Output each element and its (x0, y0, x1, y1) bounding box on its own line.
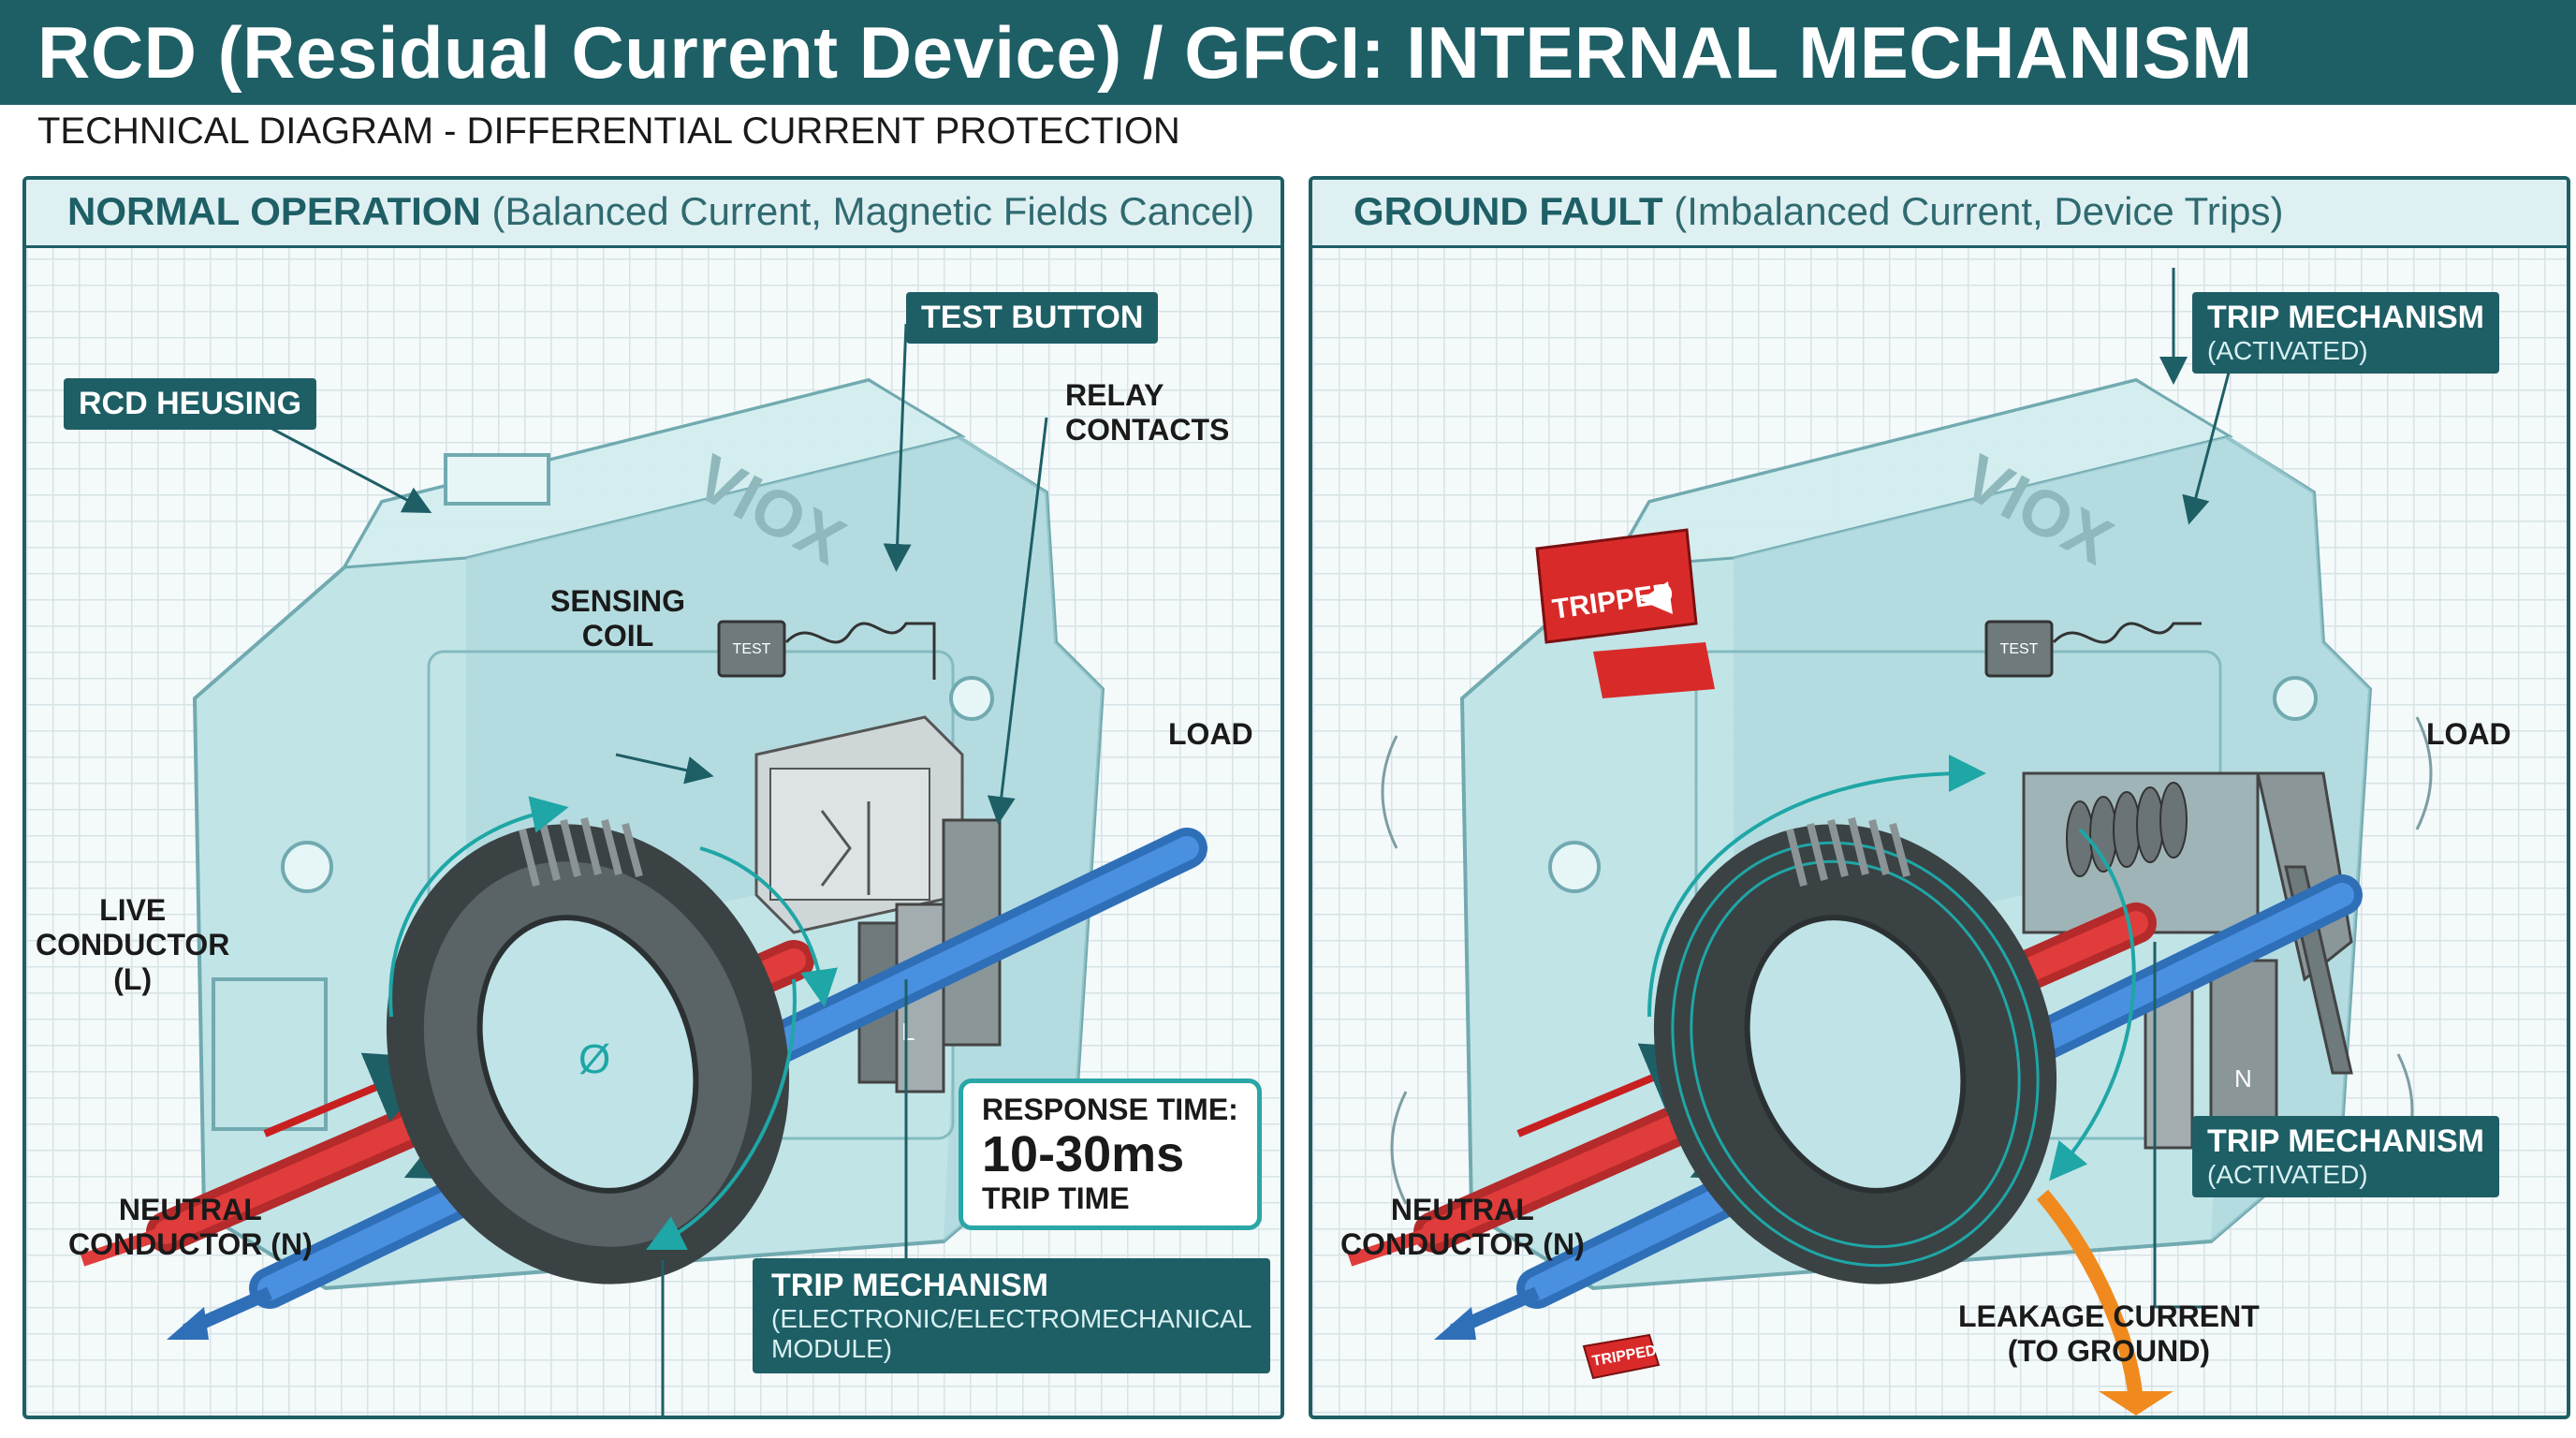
trip-mechanism-tag-normal: TRIP MECHANISM (ELECTRONIC/ELECTROMECHAN… (753, 1258, 1271, 1373)
trip-mechanism-sub2: MODULE) (771, 1334, 893, 1363)
rcd-housing-label: RCD HEUSING (79, 386, 302, 421)
trip-mechanism-sub1: (ELECTRONIC/ELECTROMECHANICAL (771, 1304, 1252, 1333)
fault-cutaway-illustration: VIOX TRIPPED TEST N (1347, 268, 2433, 1416)
response-time-heading: RESPONSE TIME: (982, 1093, 1238, 1126)
page-title: RCD (Residual Current Device) / GFCI: IN… (37, 11, 2253, 180)
trip-mechanism-bottom-title: TRIP MECHANISM (2207, 1123, 2484, 1159)
trip-mechanism-top-sub: (ACTIVATED) (2207, 336, 2368, 365)
test-button-tag: TEST BUTTON (906, 292, 1159, 344)
response-time-box: RESPONSE TIME: 10-30ms TRIP TIME (959, 1078, 1262, 1230)
response-time-value: 10-30ms (982, 1126, 1185, 1182)
test-button-label: TEST BUTTON (921, 300, 1144, 335)
panel-ground-fault: GROUND FAULT (Imbalanced Current, Device… (1309, 176, 2570, 1419)
panel-title-fault: GROUND FAULT (1354, 189, 1663, 233)
trip-mechanism-top-title: TRIP MECHANISM (2207, 300, 2484, 335)
panel-normal-operation: NORMAL OPERATION (Balanced Current, Magn… (22, 176, 1284, 1419)
test-button-icon-fault: TEST (1984, 620, 2202, 678)
panel-header-normal: NORMAL OPERATION (Balanced Current, Magn… (26, 180, 1281, 248)
relay-contacts-label: RELAY CONTACTS (1065, 378, 1230, 447)
title-bar: RCD (Residual Current Device) / GFCI: IN… (0, 0, 2576, 180)
trip-mechanism-bottom-sub: (ACTIVATED) (2207, 1160, 2368, 1189)
panel-title-normal: NORMAL OPERATION (67, 189, 481, 233)
test-button-icon: TEST (717, 620, 936, 680)
panel-subtitle-normal: (Balanced Current, Magnetic Fields Cance… (491, 189, 1255, 233)
load-label-fault: LOAD (2426, 717, 2511, 751)
tripped-tab (1582, 1333, 1661, 1380)
live-conductor-label: LIVE CONDUCTOR (L) (36, 893, 230, 996)
relay-letter: L (901, 1018, 915, 1046)
panel-header-fault: GROUND FAULT (Imbalanced Current, Device… (1312, 180, 2567, 248)
neutral-conductor-label-fault: NEUTRAL CONDUCTOR (N) (1340, 1193, 1585, 1261)
sensing-coil-label: SENSING COIL (550, 584, 686, 653)
magnetic-flux-lines (1647, 755, 2136, 1181)
trip-mechanism-title-normal: TRIP MECHANISM (771, 1268, 1048, 1303)
neutral-conductor-label-normal: NEUTRAL CONDUCTOR (N) (68, 1193, 313, 1261)
sensing-coil-toroid-fault (1653, 817, 2057, 1284)
zero-flux-symbol: Ø (578, 1036, 610, 1082)
leakage-current-arrow (2036, 1189, 2144, 1411)
test-key-label-fault: TEST (2000, 641, 2039, 657)
live-current-arrow (263, 1052, 445, 1137)
tripped-indicator-flag (1535, 528, 1715, 698)
relay-letter-fault: N (2234, 1064, 2252, 1093)
panel-subtitle-fault: (Imbalanced Current, Device Trips) (1674, 189, 2284, 233)
trip-mechanism-tag-top: TRIP MECHANISM (ACTIVATED) (2192, 292, 2499, 374)
relay-module (754, 715, 964, 934)
sensing-coil-toroid (386, 817, 790, 1284)
response-time-caption: TRIP TIME (982, 1181, 1130, 1215)
magnetic-field-lines (388, 796, 838, 1250)
test-key-label: TEST (733, 641, 771, 657)
normal-cutaway-illustration: VIOX TEST L (80, 323, 1208, 1416)
rcd-housing-tag: RCD HEUSING (64, 378, 317, 430)
leakage-current-label: LEAKAGE CURRENT (TO GROUND) (1958, 1299, 2260, 1368)
page-subtitle: TECHNICAL DIAGRAM - DIFFERENTIAL CURRENT… (37, 110, 1180, 152)
trip-mechanism-tag-bottom: TRIP MECHANISM (ACTIVATED) (2192, 1116, 2499, 1197)
load-label-normal: LOAD (1168, 717, 1253, 751)
